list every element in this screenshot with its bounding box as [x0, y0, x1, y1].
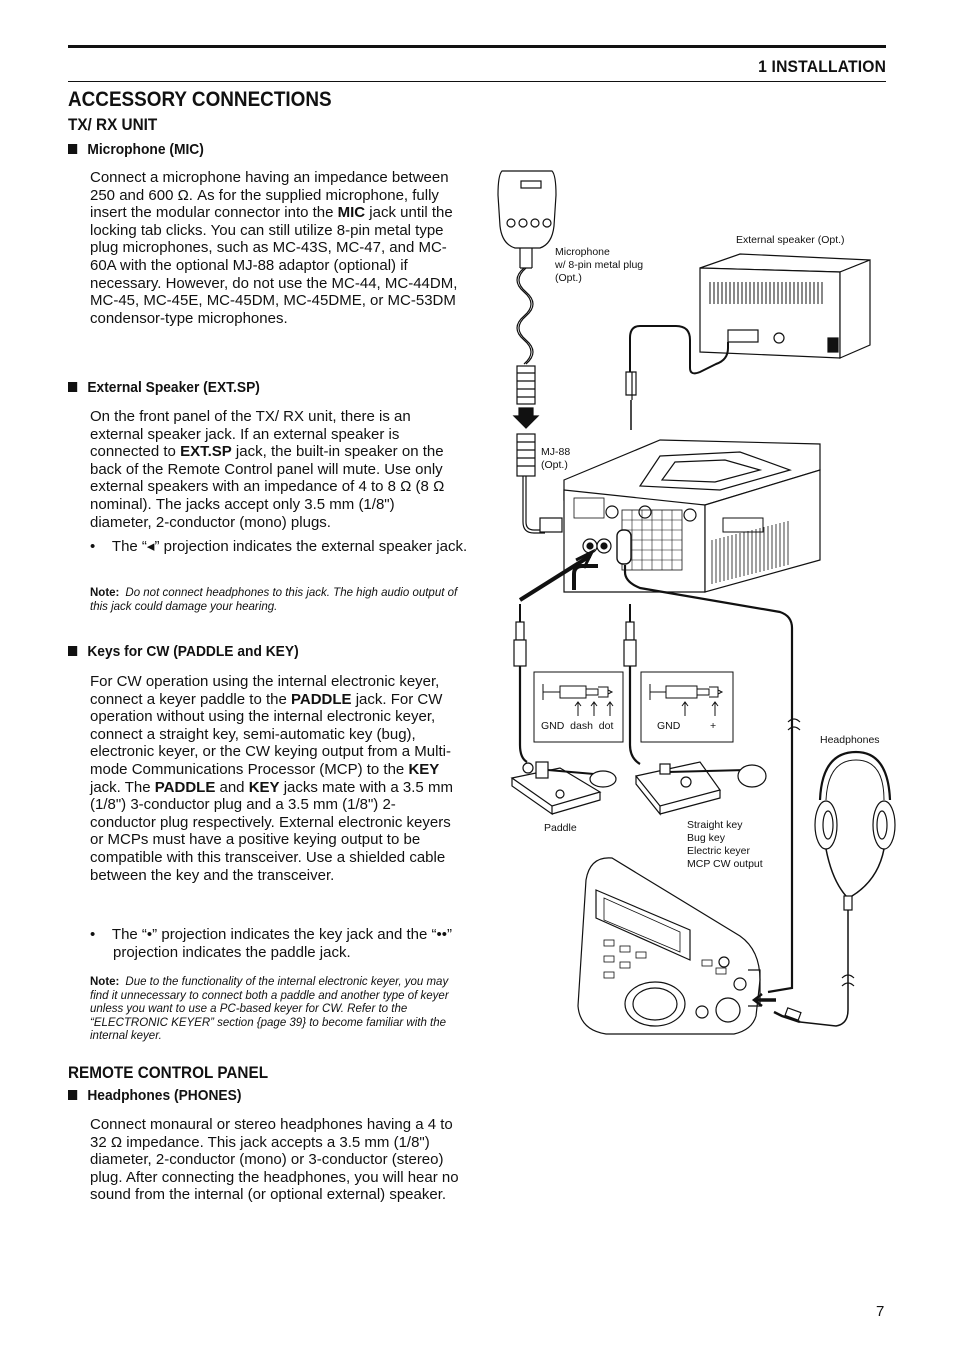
page-title: ACCESSORY CONNECTIONS [68, 88, 332, 111]
external-speaker-icon [699, 253, 871, 359]
extsp-label: External speaker (Opt.) [736, 234, 845, 246]
txrx-heading: TX/ RX UNIT [68, 115, 158, 134]
mono-plug-gnd-label: GND [657, 720, 681, 732]
keys-note: Note:Due to the functionality of the int… [90, 976, 449, 1043]
paddle-plug-icon [513, 604, 528, 763]
mic-label-line2: w/ 8-pin metal plug [554, 259, 643, 271]
keys-label-line3: Electric keyer [687, 845, 751, 857]
microphone-icon [497, 170, 557, 405]
phones-heading: Headphones (PHONES) [68, 1087, 241, 1104]
paddle-label: Paddle [544, 822, 577, 834]
stereo-plug-diagram [533, 671, 624, 743]
headphones-icon [814, 750, 896, 911]
mj88-adaptor-icon [516, 433, 563, 534]
keys-heading: Keys for CW (PADDLE and KEY) [68, 643, 299, 660]
square-bullet-icon [68, 1090, 78, 1100]
mj88-label-line1: MJ-88 [541, 446, 570, 458]
extsp-heading: External Speaker (EXT.SP) [68, 379, 260, 396]
keys-paragraph: For CW operation using the internal elec… [90, 673, 453, 884]
keys-bullet: • The “•” projection indicates the key j… [90, 926, 452, 961]
mono-plug-diagram [640, 671, 734, 743]
page-number: 7 [876, 1303, 885, 1320]
mic-label-line1: Microphone [555, 246, 610, 258]
mic-label-line3: (Opt.) [555, 272, 582, 284]
square-bullet-icon [68, 646, 78, 656]
remote-control-panel-icon [577, 857, 761, 1035]
key-plug-icon [623, 604, 641, 765]
mic-paragraph: Connect a microphone having an impedance… [90, 169, 458, 327]
keys-label-line2: Bug key [687, 832, 726, 844]
paddle-icon [510, 761, 617, 816]
header-rule [68, 45, 886, 48]
headphones-label: Headphones [820, 734, 880, 746]
keys-label-line4: MCP CW output [687, 858, 763, 870]
keys-label-line1: Straight key [687, 819, 743, 831]
stereo-plug-label: GND dash dot [541, 720, 613, 732]
transceiver-unit-icon [563, 439, 821, 593]
rcp-heading: REMOTE CONTROL PANEL [68, 1063, 269, 1082]
straight-key-icon [634, 761, 767, 816]
square-bullet-icon [68, 144, 78, 154]
extsp-note: Note:Do not connect headphones to this j… [90, 587, 458, 613]
mj88-label-line2: (Opt.) [541, 459, 568, 471]
chapter-heading: 1 INSTALLATION [758, 57, 886, 76]
square-bullet-icon [68, 382, 78, 392]
extsp-bullet: • The “◂” projection indicates the exter… [90, 538, 468, 555]
mono-plug-plus-label: + [710, 720, 716, 732]
arrow-down-icon [512, 407, 540, 429]
phones-paragraph: Connect monaural or stereo headphones ha… [90, 1116, 459, 1204]
extsp-paragraph: On the front panel of the TX/ RX unit, t… [90, 408, 445, 531]
mic-heading: Microphone (MIC) [68, 141, 204, 158]
chapter-rule [68, 81, 886, 82]
